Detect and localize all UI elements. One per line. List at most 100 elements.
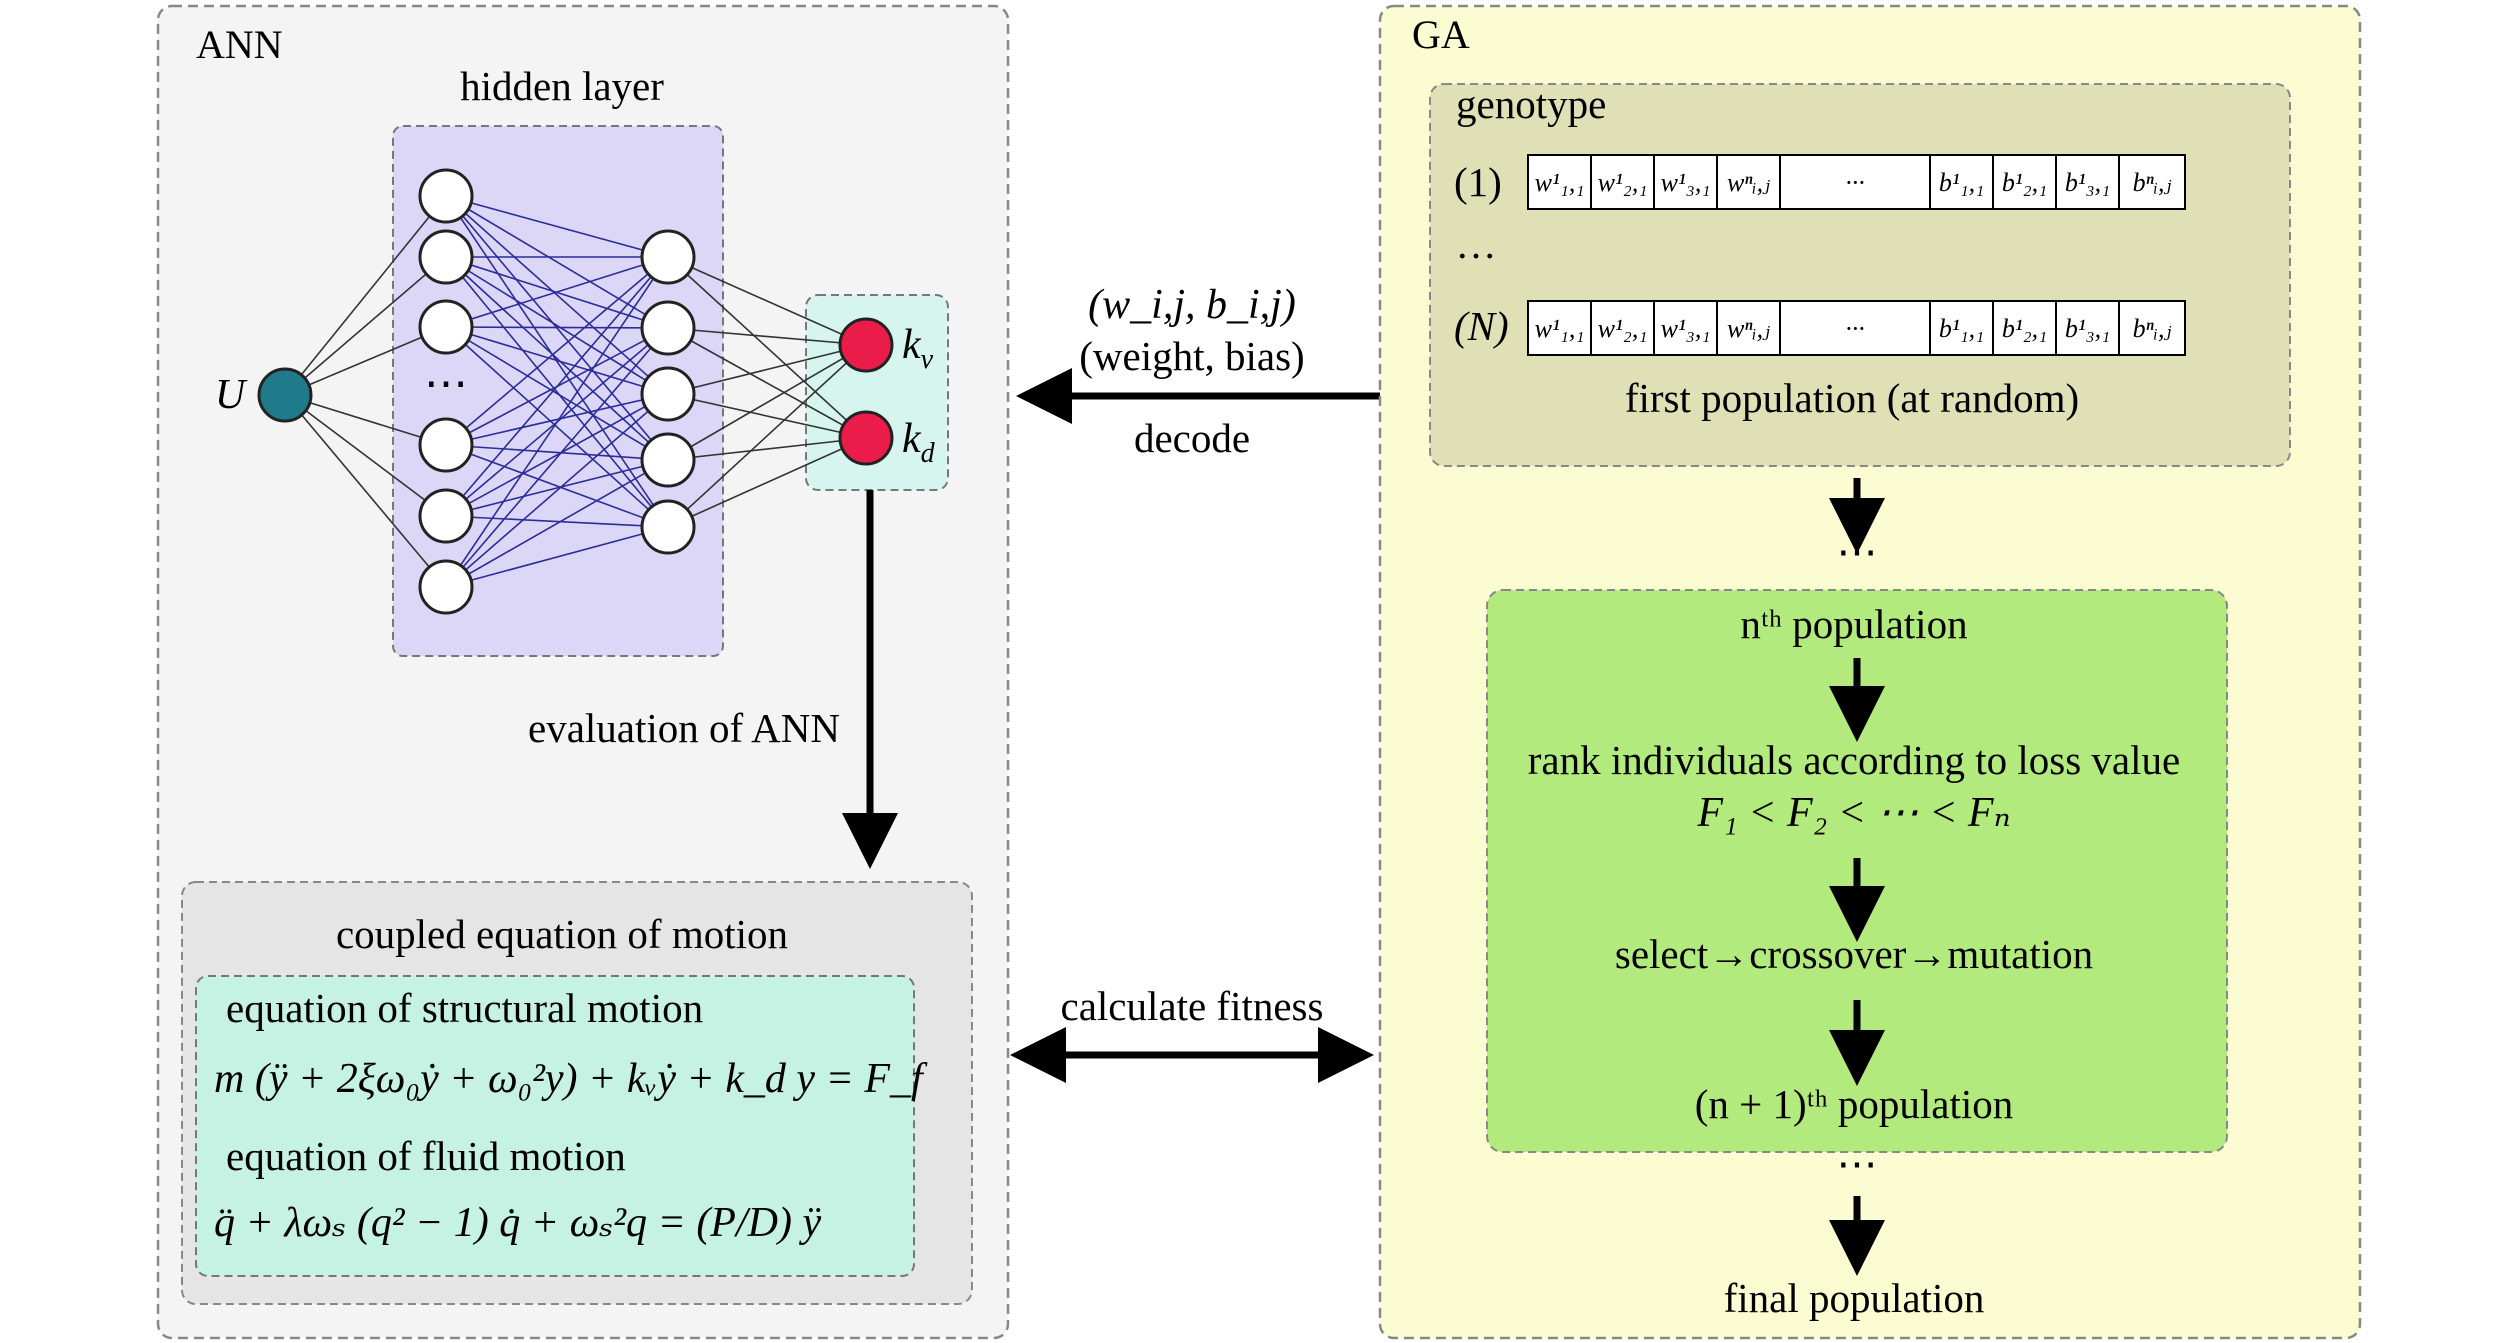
hidden-node [418, 299, 474, 355]
genotype-row-1-label: (1) [1454, 159, 1502, 205]
edge-hidden-output [667, 256, 867, 439]
edge-hidden-output [667, 327, 867, 439]
genotype-cell [1527, 300, 1592, 356]
genotype-cell-label: b¹₁,₁ [1939, 168, 1984, 197]
input-label-u: U [215, 372, 248, 418]
genotype-cell-label: w¹₁,₁ [1535, 314, 1585, 343]
edge-hidden-output [667, 393, 867, 439]
genotype-cell [2118, 300, 2186, 356]
input-node [257, 367, 313, 423]
fluid-motion-title: equation of fluid motion [226, 1133, 626, 1179]
genotype-cell [1779, 300, 1931, 356]
fluid-motion-equation: q̈ + λωₛ (q² − 1) q̇ + ωₛ²q = (P/D) ÿ [214, 1200, 821, 1246]
hidden-node [418, 559, 474, 615]
edge-hidden-output [667, 344, 867, 528]
genotype-cell-label: b¹₂,₁ [2002, 168, 2047, 197]
genotype-cell-label: w¹₃,₁ [1661, 168, 1711, 197]
edge-hidden-hidden [445, 256, 669, 517]
hidden-node [640, 432, 696, 488]
next-population: (n + 1)ᵗʰ population [1695, 1081, 2014, 1127]
edge-input-hidden [284, 256, 447, 396]
edge-hidden-output [667, 256, 867, 346]
edge-hidden-hidden [445, 195, 669, 395]
after-ellipsis: ⋯ [1837, 1141, 1878, 1187]
edge-hidden-hidden [445, 393, 669, 517]
hidden-node [418, 488, 474, 544]
genotype-cell [1527, 154, 1592, 210]
hidden-node [418, 417, 474, 473]
decode-weight-bias-label: (weight, bias) [1079, 333, 1304, 379]
evaluation-label: evaluation of ANN [528, 705, 840, 751]
genotype-cell-label: ··· [1845, 314, 1865, 343]
genotype-cell [1590, 154, 1655, 210]
edge-input-hidden [284, 394, 447, 517]
genotype-cell-label: b¹₃,₁ [2065, 168, 2110, 197]
genotype-cell-label: bⁿᵢ,ⱼ [2133, 314, 2172, 343]
edge-hidden-hidden [445, 393, 669, 446]
genotype-cell [1716, 300, 1781, 356]
hidden-layer-box [392, 125, 724, 657]
hidden-layer-label: hidden layer [460, 63, 664, 109]
decode-label: decode [1134, 415, 1250, 461]
final-population: final population [1724, 1275, 1985, 1321]
genotype-cell [1716, 154, 1781, 210]
edge-hidden-hidden [445, 444, 669, 461]
genotype-cell [1779, 154, 1931, 210]
between-ellipsis: ⋯ [1837, 529, 1878, 575]
ann-title: ANN [196, 22, 283, 67]
genotype-rows-ellipsis: … [1456, 221, 1497, 267]
edge-hidden-output [667, 344, 867, 461]
edge-hidden-output [667, 437, 867, 528]
nth-population: nᵗʰ population [1740, 601, 1967, 647]
genotype-title: genotype [1456, 81, 1606, 127]
structural-motion-equation: m (ÿ + 2ξω₀ẏ + ω₀²y) + kᵥẏ + k_d y = F_f [214, 1056, 928, 1102]
genotype-cell-label: bⁿᵢ,ⱼ [2133, 168, 2172, 197]
first-population-caption: first population (at random) [1625, 375, 2079, 421]
edge-hidden-hidden [445, 515, 669, 528]
edge-hidden-hidden [445, 526, 669, 588]
genotype-cell [1992, 154, 2057, 210]
genotype-cell-label: w¹₃,₁ [1661, 314, 1711, 343]
genotype-cell-label: w¹₂,₁ [1598, 168, 1648, 197]
hidden-node [418, 229, 474, 285]
genotype-cell-label: ··· [1845, 168, 1865, 197]
decode-params-label: (w_i,j, b_i,j) [1088, 282, 1296, 328]
genotype-cell [2055, 300, 2120, 356]
network-edges [284, 195, 867, 588]
genotype-cell-label: b¹₃,₁ [2065, 314, 2110, 343]
edge-hidden-hidden [445, 195, 669, 329]
edge-hidden-hidden [445, 326, 669, 329]
edge-hidden-output [667, 327, 867, 346]
genotype-cell-label: wⁿᵢ,ⱼ [1727, 314, 1770, 343]
hidden-node [640, 499, 696, 555]
edge-input-hidden [284, 394, 447, 446]
hidden-node [418, 168, 474, 224]
output-label-kd: kd [902, 416, 936, 469]
genotype-cell-label: b¹₁,₁ [1939, 314, 1984, 343]
hidden-node [640, 229, 696, 285]
network-nodes [257, 168, 894, 615]
edge-hidden-hidden [445, 327, 669, 588]
edge-hidden-hidden [445, 256, 669, 328]
equation-box-title: coupled equation of motion [336, 911, 788, 957]
edge-input-hidden [284, 394, 447, 588]
rank-formula: F₁ < F₂ < ⋯ < Fₙ [1696, 790, 2010, 836]
edge-hidden-hidden [445, 256, 669, 446]
operators-step: select→crossover→mutation [1615, 931, 2093, 977]
edge-hidden-hidden [445, 393, 669, 588]
edge-hidden-hidden [445, 326, 669, 395]
fitness-label: calculate fitness [1061, 983, 1324, 1029]
equation-inner-box [195, 975, 915, 1277]
genotype-cell [1992, 300, 2057, 356]
edge-hidden-hidden [445, 326, 669, 528]
hidden-node [640, 300, 696, 356]
genotype-cell-label: w¹₂,₁ [1598, 314, 1648, 343]
edge-input-hidden [284, 195, 447, 396]
edge-hidden-hidden [445, 444, 669, 528]
edge-hidden-output [667, 437, 867, 461]
edge-hidden-hidden [445, 195, 669, 528]
edge-hidden-hidden [445, 459, 669, 517]
edge-hidden-hidden [445, 256, 669, 588]
